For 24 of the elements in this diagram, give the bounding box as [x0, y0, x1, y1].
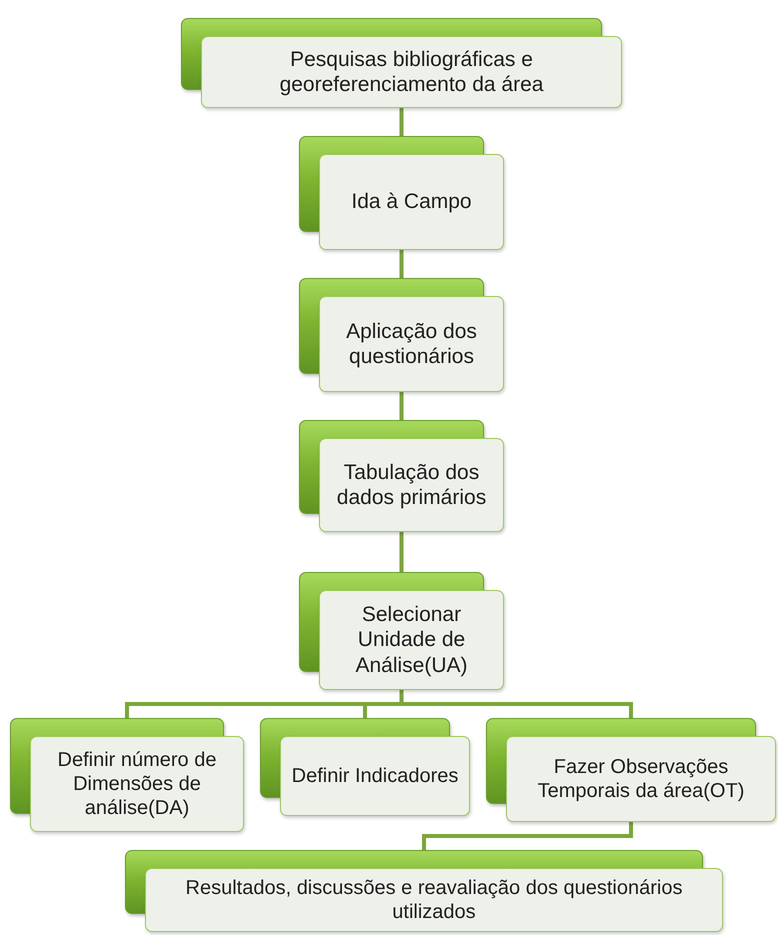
process-box	[125, 850, 723, 932]
connector-line	[400, 690, 633, 718]
box-text: Definir número de Dimensões de análise(DA)	[56, 748, 218, 820]
box-text: Aplicação dos questionários	[345, 318, 478, 370]
connector-line	[400, 392, 404, 420]
process-box	[299, 278, 504, 392]
process-box	[299, 572, 504, 690]
connector-line	[422, 822, 633, 850]
box-text: Tabulação dos dados primários	[336, 460, 488, 510]
process-box	[486, 718, 776, 822]
box-text: Fazer Observações Temporais da área(OT)	[536, 755, 746, 803]
connector-line	[400, 532, 404, 572]
process-box	[260, 718, 470, 816]
process-box	[299, 420, 504, 532]
connector-line	[400, 108, 404, 136]
process-box	[299, 136, 504, 250]
box-text: Resultados, discussões e reavaliação dos questionários utilizados	[184, 876, 684, 924]
process-box	[181, 18, 622, 108]
box-text: Selecionar Unidade de Análise(UA)	[354, 602, 469, 678]
box-text: Definir Indicadores	[292, 764, 458, 788]
box-text: Pesquisas bibliográficas e georeferenciamento da área	[278, 46, 544, 98]
box-text: Ida à Campo	[351, 189, 472, 215]
process-box	[10, 718, 244, 832]
connector-line	[400, 250, 404, 278]
